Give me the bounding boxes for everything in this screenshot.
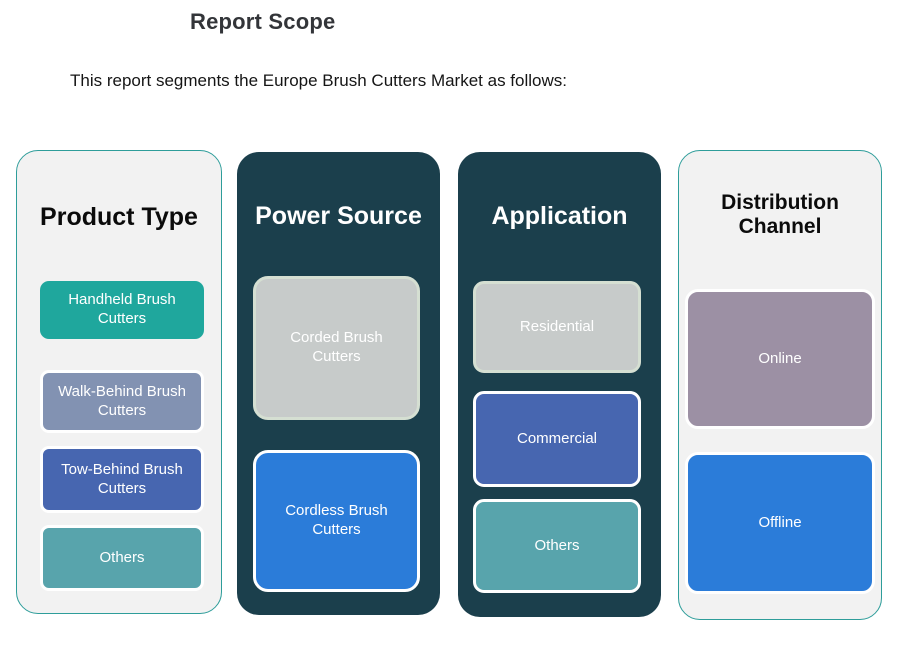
segment-label: Others (99, 548, 145, 566)
column-title-product-type: Product Type (40, 203, 198, 231)
page-title: Report Scope (190, 9, 336, 34)
segment-label: Residential (519, 317, 595, 335)
column-title-application: Application (491, 202, 628, 230)
segment-label: Handheld Brush Cutters (68, 291, 176, 327)
segment-box-offline: Offline (685, 452, 875, 594)
column-title-power-source: Power Source (255, 202, 422, 230)
segment-box-application-others: Others (473, 499, 641, 593)
segment-label: Corded Brush Cutters (290, 329, 383, 365)
column-product-type: Product Type Handheld Brush Cutters Walk… (16, 150, 222, 614)
segment-box-corded-brush-cutters: Corded Brush Cutters (253, 276, 420, 420)
segment-box-cordless-brush-cutters: Cordless Brush Cutters (253, 450, 420, 592)
segment-label: Offline (758, 513, 802, 531)
segment-box-commercial: Commercial (473, 391, 641, 487)
segment-box-online: Online (685, 289, 875, 429)
segment-label: Tow-Behind Brush Cutters (61, 460, 183, 497)
segment-label: Online (758, 349, 802, 367)
power-source-boxes: Corded Brush Cutters Cordless Brush Cutt… (253, 276, 420, 592)
column-power-source: Power Source Corded Brush Cutters Cordle… (237, 152, 440, 615)
segment-label: Commercial (516, 429, 597, 447)
segment-box-handheld-brush-cutters: Handheld Brush Cutters (40, 281, 204, 339)
segment-label: Walk-Behind Brush Cutters (58, 382, 186, 419)
column-distribution-channel: Distribution Channel Online Offline (678, 150, 882, 620)
segment-box-walk-behind-brush-cutters: Walk-Behind Brush Cutters (40, 370, 204, 433)
page-subtitle: This report segments the Europe Brush Cu… (70, 71, 567, 90)
segment-box-tow-behind-brush-cutters: Tow-Behind Brush Cutters (40, 446, 204, 513)
application-boxes: Residential Commercial Others (473, 281, 641, 593)
segment-box-product-others: Others (40, 525, 204, 591)
column-application: Application Residential Commercial Other… (458, 152, 661, 617)
segment-box-residential: Residential (473, 281, 641, 373)
distribution-channel-boxes: Online Offline (685, 289, 875, 594)
column-title-distribution-channel: Distribution Channel (721, 191, 839, 239)
product-type-boxes: Handheld Brush Cutters Walk-Behind Brush… (40, 281, 204, 591)
segment-label: Others (534, 536, 580, 554)
segment-label: Cordless Brush Cutters (285, 502, 388, 538)
